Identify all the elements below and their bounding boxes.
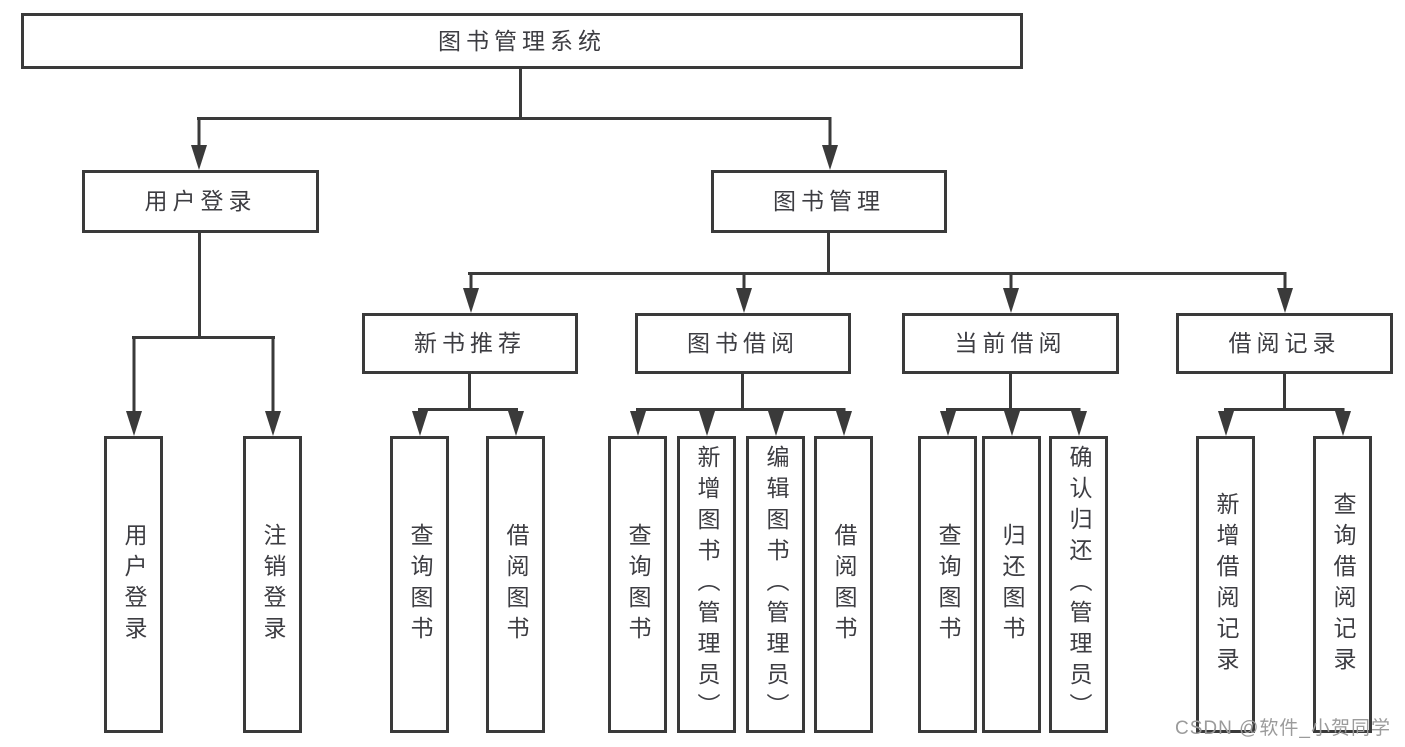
node-new-book-recommend-label: 新书推荐 bbox=[414, 330, 526, 356]
arrow-down-icon bbox=[1070, 408, 1087, 436]
leaf-confirm-return-admin-label: 确认归还（管理员） bbox=[1066, 445, 1092, 724]
node-new-book-recommend: 新书推荐 bbox=[362, 313, 578, 374]
leaf-query-books-borrowing: 查询图书 bbox=[608, 436, 667, 733]
node-current-borrowing-label: 当前借阅 bbox=[954, 330, 1067, 356]
leaf-borrow-books-label: 借阅图书 bbox=[831, 522, 857, 647]
leaf-borrow-books-recommend: 借阅图书 bbox=[486, 436, 545, 733]
arrow-down-icon bbox=[835, 408, 852, 436]
root-node-library-system: 图书管理系统 bbox=[21, 13, 1023, 69]
leaf-add-borrow-record: 新增借阅记录 bbox=[1196, 436, 1255, 733]
leaf-user-login-label: 用户登录 bbox=[121, 522, 147, 647]
node-borrowing-records: 借阅记录 bbox=[1176, 313, 1393, 374]
arrow-down-icon bbox=[821, 117, 838, 170]
node-book-borrowing: 图书借阅 bbox=[635, 313, 851, 374]
leaf-logout: 注销登录 bbox=[243, 436, 302, 733]
arrow-down-icon bbox=[1003, 408, 1020, 436]
arrow-down-icon bbox=[125, 336, 142, 436]
root-node-label: 图书管理系统 bbox=[438, 27, 606, 54]
leaf-user-login: 用户登录 bbox=[104, 436, 163, 733]
leaf-query-books-recommend-label: 查询图书 bbox=[407, 522, 433, 647]
arrow-down-icon bbox=[698, 408, 715, 436]
arrow-down-icon bbox=[1217, 408, 1234, 436]
connector-current-stem bbox=[1009, 374, 1012, 411]
leaf-query-borrow-record: 查询借阅记录 bbox=[1313, 436, 1372, 733]
arrow-down-icon bbox=[1334, 408, 1351, 436]
leaf-borrow-books-recommend-label: 借阅图书 bbox=[503, 522, 529, 647]
node-current-borrowing: 当前借阅 bbox=[902, 313, 1119, 374]
leaf-query-borrow-record-label: 查询借阅记录 bbox=[1330, 491, 1356, 678]
arrow-down-icon bbox=[767, 408, 784, 436]
connector-recommend-stem bbox=[468, 374, 471, 411]
node-book-management-label: 图书管理 bbox=[773, 188, 885, 214]
leaf-query-books-borrowing-label: 查询图书 bbox=[625, 522, 651, 647]
connector-book-mgmt-crossbar bbox=[468, 272, 1286, 275]
node-borrowing-records-label: 借阅记录 bbox=[1228, 330, 1341, 356]
leaf-add-book-admin: 新增图书（管理员） bbox=[677, 436, 736, 733]
leaf-query-books-current-label: 查询图书 bbox=[935, 522, 961, 647]
arrow-down-icon bbox=[264, 336, 281, 436]
node-user-login: 用户登录 bbox=[82, 170, 319, 233]
leaf-query-books-current: 查询图书 bbox=[918, 436, 977, 733]
arrow-down-icon bbox=[1002, 272, 1019, 313]
arrow-down-icon bbox=[190, 117, 207, 170]
connector-book-mgmt-stem bbox=[827, 233, 830, 275]
leaf-edit-book-admin-label: 编辑图书（管理员） bbox=[763, 445, 789, 724]
arrow-down-icon bbox=[462, 272, 479, 313]
arrow-down-icon bbox=[735, 272, 752, 313]
leaf-add-book-admin-label: 新增图书（管理员） bbox=[694, 445, 720, 724]
connector-borrowing-crossbar bbox=[636, 408, 845, 411]
leaf-edit-book-admin: 编辑图书（管理员） bbox=[746, 436, 805, 733]
leaf-borrow-books: 借阅图书 bbox=[814, 436, 873, 733]
connector-borrowing-stem bbox=[741, 374, 744, 411]
connector-root-stem bbox=[519, 69, 522, 119]
arrow-down-icon bbox=[1276, 272, 1293, 313]
arrow-down-icon bbox=[411, 408, 428, 436]
connector-user-login-stem bbox=[198, 233, 201, 339]
arrow-down-icon bbox=[939, 408, 956, 436]
node-book-management: 图书管理 bbox=[711, 170, 947, 233]
arrow-down-icon bbox=[507, 408, 524, 436]
connector-root-crossbar bbox=[197, 117, 831, 120]
connector-records-stem bbox=[1283, 374, 1286, 411]
leaf-query-books-recommend: 查询图书 bbox=[390, 436, 449, 733]
watermark: CSDN @软件_小贺同学 bbox=[1175, 718, 1391, 739]
connector-recommend-crossbar bbox=[418, 408, 518, 411]
leaf-add-borrow-record-label: 新增借阅记录 bbox=[1213, 491, 1239, 678]
connector-records-crossbar bbox=[1224, 408, 1344, 411]
node-user-login-label: 用户登录 bbox=[144, 188, 257, 214]
leaf-return-books: 归还图书 bbox=[982, 436, 1041, 733]
arrow-down-icon bbox=[629, 408, 646, 436]
connector-user-login-crossbar bbox=[132, 336, 275, 339]
leaf-return-books-label: 归还图书 bbox=[999, 522, 1025, 647]
node-book-borrowing-label: 图书借阅 bbox=[687, 330, 799, 356]
leaf-logout-label: 注销登录 bbox=[260, 522, 286, 647]
leaf-confirm-return-admin: 确认归还（管理员） bbox=[1049, 436, 1108, 733]
